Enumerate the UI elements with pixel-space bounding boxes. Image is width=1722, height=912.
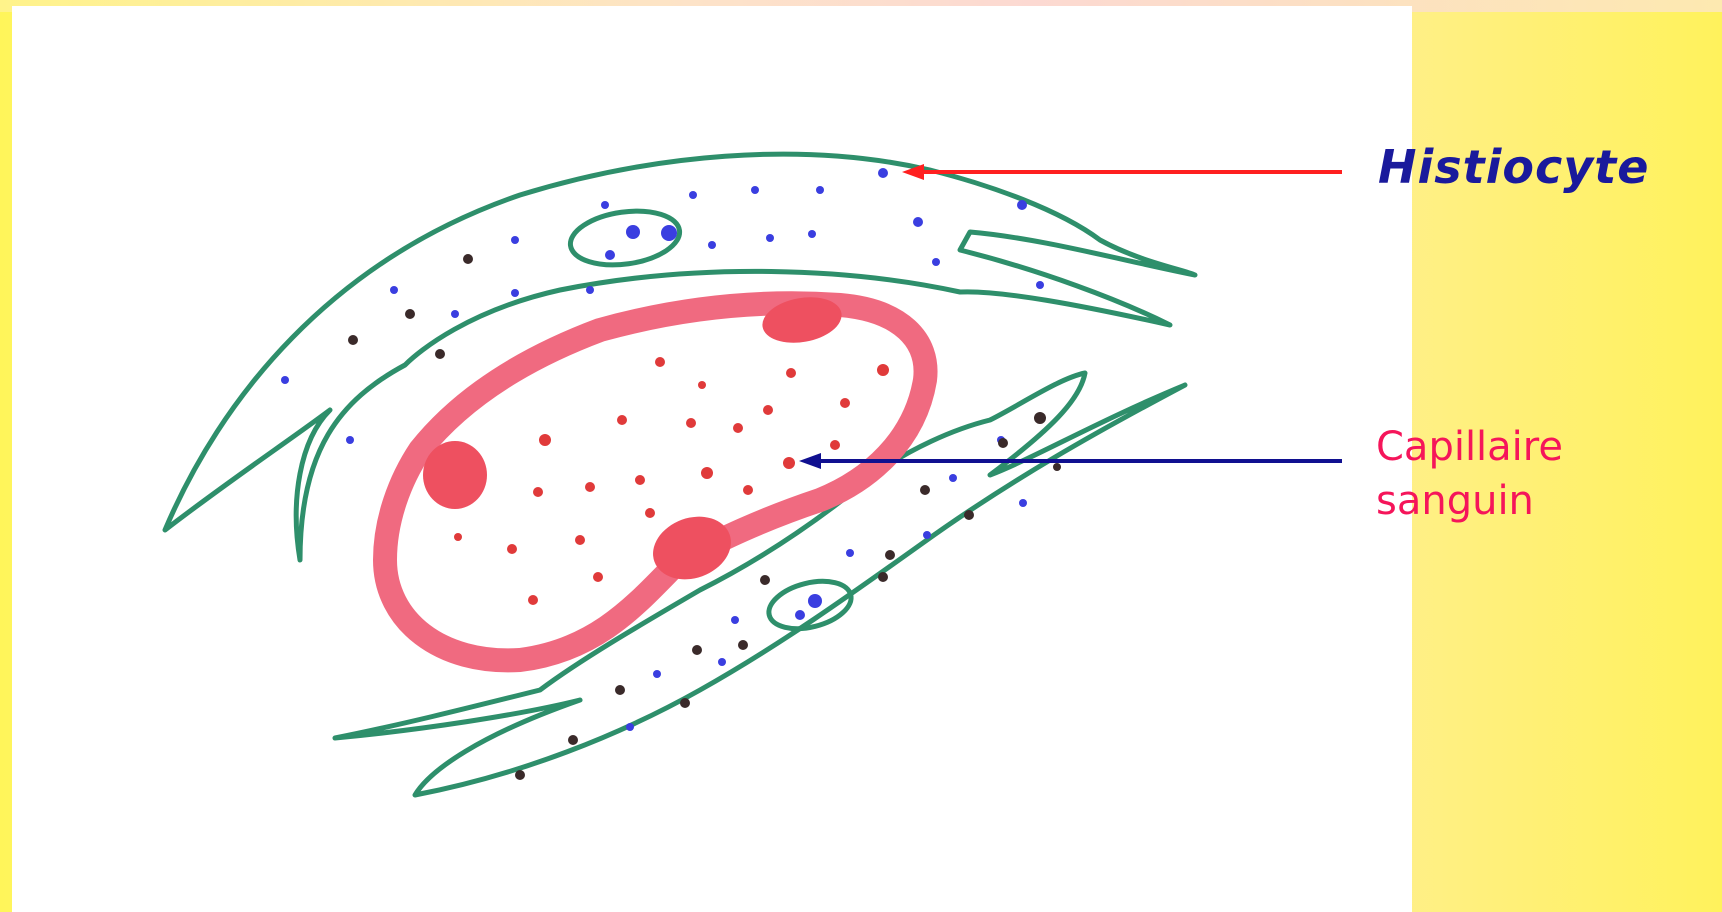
blood-capillary [385,291,926,660]
histiocyte-label: Histiocyte [1378,140,1649,194]
capillaire-label-line1: Capillaire [1376,420,1563,474]
upper-histiocyte-cell [165,154,1195,560]
arrow-left-red [902,164,1342,180]
lower-cell-outline [335,373,1185,795]
capillaire-label: Capillaire sanguin [1376,420,1563,528]
lower-histiocyte-cell [335,373,1185,795]
upper-cell-outline [165,154,1195,560]
endothelial-nucleus-2 [423,441,487,509]
capillaire-label-line2: sanguin [1376,474,1563,528]
